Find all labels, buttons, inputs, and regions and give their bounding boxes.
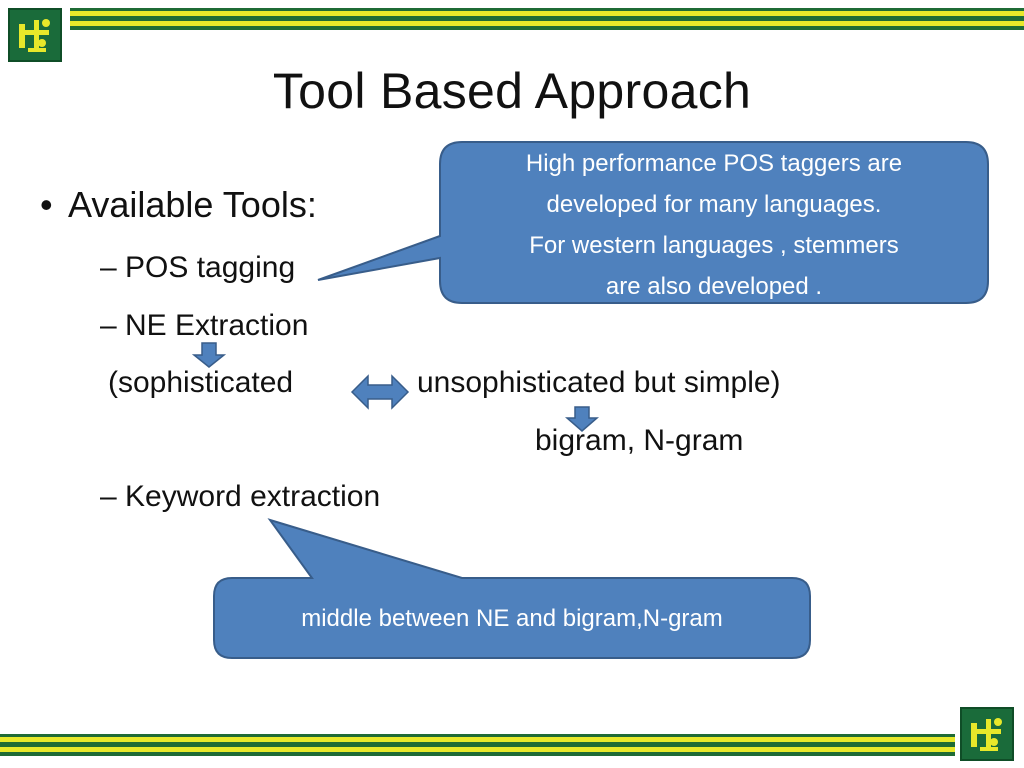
lab-logo-icon bbox=[19, 19, 50, 52]
left-right-arrow-icon bbox=[350, 374, 410, 410]
sub-item-pos-tagging: – POS tagging bbox=[100, 251, 296, 284]
down-arrow-icon bbox=[191, 342, 227, 368]
logo-bottom-right bbox=[960, 707, 1014, 761]
lab-logo-icon bbox=[971, 718, 1002, 751]
sub-item-keyword-extraction: – Keyword extraction bbox=[100, 480, 381, 513]
top-callout-text: High performance POS taggers are develop… bbox=[440, 143, 988, 307]
ne-right-text: unsophisticated but simple) bbox=[417, 366, 781, 399]
bullet-dot: • bbox=[40, 184, 53, 225]
ne-below-text: bigram, N-gram bbox=[535, 424, 744, 457]
bottom-callout-shape bbox=[213, 518, 811, 659]
top-stripe-band bbox=[70, 8, 1024, 32]
bullet-available-tools: • Available Tools: bbox=[40, 184, 317, 226]
top-callout-line: are also developed . bbox=[605, 273, 823, 300]
sub-item-ne-extraction: – NE Extraction bbox=[100, 309, 309, 342]
down-arrow-icon bbox=[564, 406, 600, 432]
top-callout-shape bbox=[317, 141, 989, 304]
bullet-main-text: Available Tools: bbox=[68, 184, 317, 225]
slide-title: Tool Based Approach bbox=[272, 63, 752, 119]
top-callout-line: For western languages , stemmers bbox=[529, 232, 899, 259]
bottom-callout-text: middle between NE and bigram,N-gram bbox=[301, 605, 723, 632]
top-callout-line: High performance POS taggers are bbox=[525, 150, 903, 177]
bottom-stripe-band bbox=[0, 734, 955, 758]
ne-left-text: (sophisticated bbox=[108, 366, 294, 399]
top-callout-line: developed for many languages. bbox=[546, 191, 882, 218]
logo-top-left bbox=[8, 8, 62, 62]
